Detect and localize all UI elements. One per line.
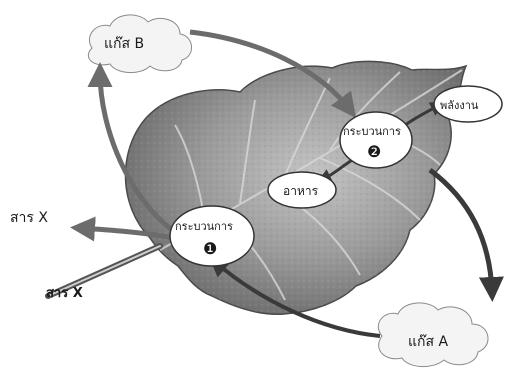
- label-substance-x-out: สาร X: [10, 207, 48, 229]
- label-process-1-number: ❶: [203, 239, 217, 258]
- label-energy: พลังงาน: [440, 96, 478, 114]
- label-process-2-number: ❷: [367, 142, 381, 161]
- label-gas-a: แก๊ส A: [408, 331, 448, 353]
- label-gas-b: แก๊ส B: [104, 33, 144, 55]
- label-substance-x-in: สาร X: [46, 282, 83, 303]
- label-process-1: กระบวนการ: [175, 217, 233, 235]
- label-process-2: กระบวนการ: [343, 122, 401, 140]
- label-food: อาหาร: [283, 182, 318, 201]
- arrow-process-2-to-gas-a: [430, 170, 492, 292]
